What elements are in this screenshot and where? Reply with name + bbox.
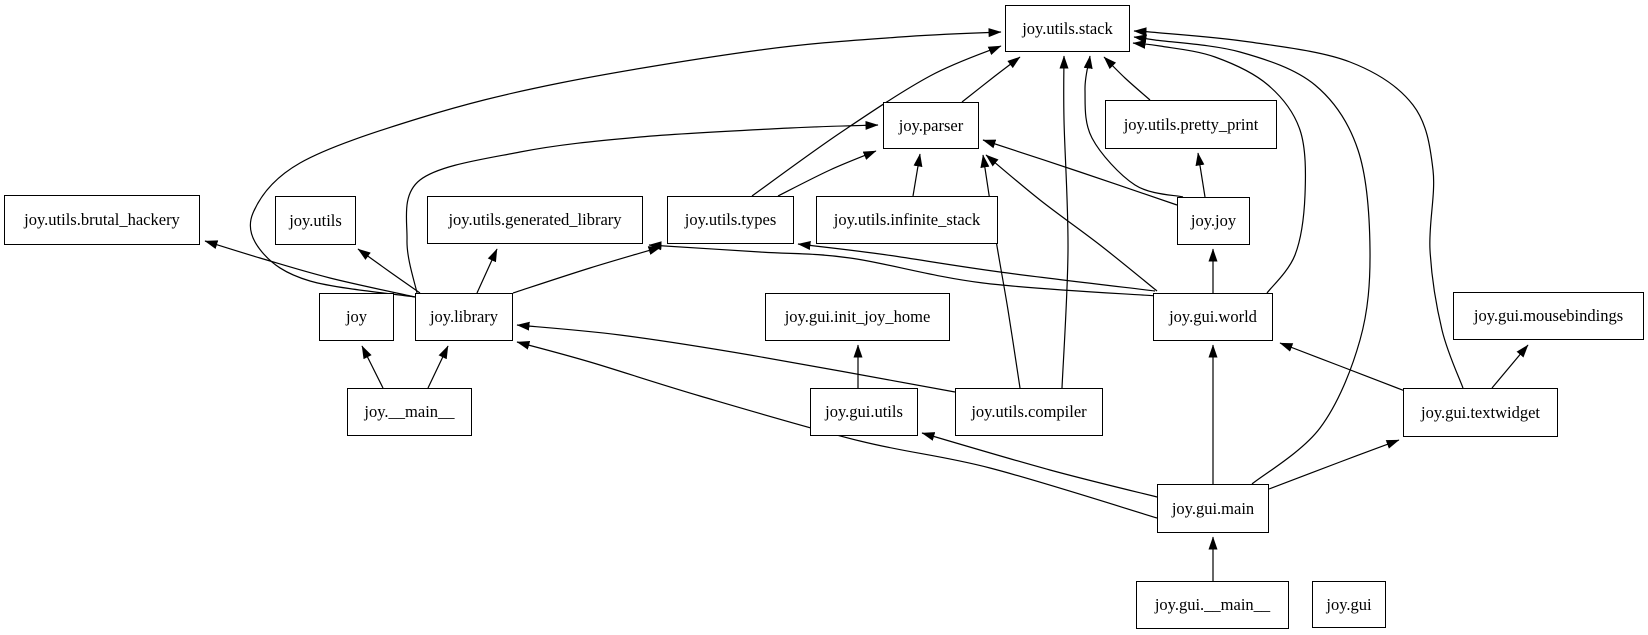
graph-node-joy: joy	[319, 293, 394, 341]
graph-node-stack: joy.utils.stack	[1005, 5, 1130, 52]
graph-node-parser: joy.parser	[883, 102, 979, 149]
edge-library-to-types	[512, 246, 662, 294]
edge-world-to-stack	[1132, 39, 1307, 294]
edge-main_mod-to-library	[427, 345, 449, 389]
graph-node-infinite_stack: joy.utils.infinite_stack	[816, 196, 998, 244]
edge-types-to-stack	[751, 45, 1002, 197]
edge-library-to-parser	[405, 120, 879, 294]
edge-compiler-to-stack	[1059, 55, 1069, 389]
edge-library-to-utils	[357, 248, 421, 294]
graph-node-mousebindings: joy.gui.mousebindings	[1453, 292, 1644, 340]
graph-node-label: joy	[345, 307, 368, 326]
edge-joy_joy-to-parser	[982, 139, 1178, 206]
graph-node-init_joy_home: joy.gui.init_joy_home	[765, 293, 950, 341]
edge-parser-to-stack	[961, 56, 1021, 103]
graph-node-label: joy.gui.mousebindings	[1473, 306, 1624, 325]
graph-node-gui: joy.gui	[1312, 581, 1386, 628]
edge-joy_joy-to-pretty_print	[1195, 152, 1206, 198]
graph-node-label: joy.gui.init_joy_home	[784, 307, 931, 326]
edge-joy_joy-to-stack	[1083, 55, 1184, 198]
graph-node-label: joy.utils.compiler	[971, 402, 1087, 421]
edge-gui_main-to-gui_utils	[921, 432, 1158, 498]
graph-node-label: joy.gui.textwidget	[1421, 402, 1540, 422]
edge-types-to-parser	[777, 150, 877, 197]
edge-textwidget-to-stack	[1133, 27, 1464, 389]
graph-node-label: joy.library	[429, 307, 499, 326]
edge-gui_main-to-stack	[1133, 34, 1371, 485]
graph-node-library: joy.library	[415, 293, 513, 341]
edge-infinite_stack-to-parser	[912, 153, 923, 197]
graph-node-label: joy.utils.infinite_stack	[833, 210, 981, 229]
graph-node-label: joy.utils	[289, 210, 342, 230]
edge-pretty_print-to-stack	[1103, 56, 1151, 101]
graph-node-label: joy.utils.generated_library	[448, 210, 622, 229]
graph-node-label: joy.utils.stack	[1022, 18, 1113, 38]
graph-node-label: joy.gui.main	[1171, 498, 1255, 518]
graph-node-gui_utils: joy.gui.utils	[810, 388, 918, 436]
graph-node-generated_library: joy.utils.generated_library	[427, 196, 643, 244]
edge-world-to-types	[797, 241, 1156, 292]
graph-node-textwidget: joy.gui.textwidget	[1403, 388, 1558, 437]
edge-compiler-to-library	[516, 321, 956, 393]
edge-compiler-to-parser	[980, 154, 1021, 389]
graph-node-types: joy.utils.types	[667, 196, 794, 244]
graph-node-label: joy.utils.types	[684, 210, 777, 229]
graph-node-pretty_print: joy.utils.pretty_print	[1105, 100, 1277, 149]
edge-textwidget-to-mousebindings	[1491, 344, 1529, 389]
edge-library-to-brutal_hackery	[204, 240, 416, 298]
graph-node-world: joy.gui.world	[1153, 293, 1273, 341]
graph-node-gui_main: joy.gui.main	[1157, 484, 1269, 533]
graph-node-label: joy.utils.pretty_print	[1123, 114, 1259, 134]
graph-node-joy_joy: joy.joy	[1177, 197, 1250, 245]
edge-main_mod-to-joy	[361, 345, 384, 389]
edge-world-to-generated_library	[648, 241, 1158, 297]
graph-node-label: joy.joy	[1190, 211, 1237, 230]
graph-node-label: joy.parser	[898, 115, 964, 135]
graph-node-main_mod: joy.__main__	[347, 388, 472, 436]
graph-node-compiler: joy.utils.compiler	[955, 388, 1103, 436]
edge-textwidget-to-world	[1279, 342, 1406, 392]
graph-node-utils: joy.utils	[275, 196, 356, 245]
graph-node-label: joy.gui.utils	[825, 402, 903, 421]
edge-library-to-stack	[249, 28, 1002, 298]
graph-node-label: joy.__main__	[364, 402, 455, 421]
edge-library-to-generated_library	[476, 248, 498, 294]
graph-node-gui_main_mod: joy.gui.__main__	[1136, 581, 1289, 629]
graph-node-label: joy.gui	[1326, 594, 1372, 614]
edge-gui_main-to-textwidget	[1268, 439, 1400, 490]
edge-world-to-parser	[985, 154, 1158, 292]
graph-node-label: joy.gui.__main__	[1154, 595, 1271, 614]
graph-node-label: joy.gui.world	[1169, 307, 1257, 326]
graph-node-label: joy.utils.brutal_hackery	[24, 210, 180, 229]
graph-node-brutal_hackery: joy.utils.brutal_hackery	[4, 195, 200, 245]
